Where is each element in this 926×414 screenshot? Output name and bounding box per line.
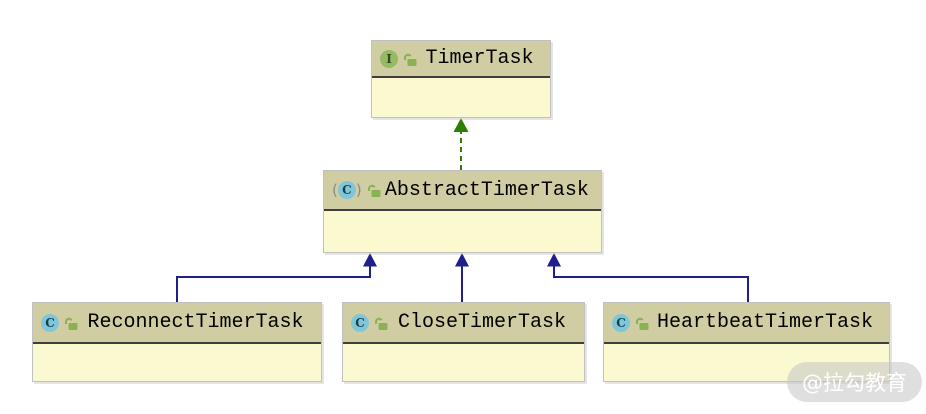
abstract-marker-open: ( bbox=[332, 180, 338, 199]
extends-edge-line[interactable] bbox=[176, 265, 371, 302]
class-node-closetimertask[interactable]: C CloseTimerTask bbox=[342, 302, 585, 382]
class-name-label: TimerTask bbox=[425, 47, 534, 70]
node-header[interactable]: ( C ) AbstractTimerTask bbox=[324, 171, 601, 211]
class-name-label: CloseTimerTask bbox=[397, 311, 567, 334]
node-header[interactable]: C ReconnectTimerTask bbox=[33, 303, 321, 344]
members-compartment[interactable] bbox=[33, 344, 321, 379]
node-header[interactable]: I TimerTask bbox=[372, 41, 550, 78]
class-name-label: HeartbeatTimerTask bbox=[656, 311, 874, 334]
extends-arrowhead-icon bbox=[363, 253, 377, 267]
members-compartment[interactable] bbox=[372, 78, 550, 115]
extends-edge-line[interactable] bbox=[553, 265, 749, 302]
class-name-label: ReconnectTimerTask bbox=[87, 311, 304, 334]
members-compartment[interactable] bbox=[324, 211, 601, 250]
open-lock-icon bbox=[636, 317, 649, 330]
extends-arrowhead-icon bbox=[547, 253, 561, 267]
node-header[interactable]: C CloseTimerTask bbox=[343, 303, 584, 344]
edge-extends-closetimertask-abstracttimertask[interactable] bbox=[455, 253, 469, 302]
edge-implements-abstracttimertask-timertask[interactable] bbox=[453, 118, 469, 170]
watermark-badge: @拉勾教育 bbox=[787, 362, 922, 402]
edge-extends-reconnecttimertask-abstracttimertask[interactable] bbox=[176, 253, 377, 302]
open-lock-icon bbox=[367, 184, 381, 197]
class-icon: C bbox=[612, 313, 630, 332]
abstract-class-icon: C bbox=[337, 181, 356, 199]
interface-icon: I bbox=[380, 49, 398, 68]
class-icon: C bbox=[351, 313, 369, 332]
implements-arrowhead-icon bbox=[453, 118, 469, 132]
open-lock-icon bbox=[404, 53, 417, 66]
class-icon: C bbox=[41, 313, 59, 332]
extends-arrowhead-icon bbox=[455, 253, 469, 267]
abstract-marker-close: ) bbox=[355, 180, 362, 199]
node-header[interactable]: C HeartbeatTimerTask bbox=[604, 303, 889, 344]
members-compartment[interactable] bbox=[343, 344, 584, 379]
edge-extends-heartbeattimertask-abstracttimertask[interactable] bbox=[547, 253, 749, 302]
open-lock-icon bbox=[375, 317, 388, 330]
open-lock-icon bbox=[65, 317, 78, 330]
class-name-label: AbstractTimerTask bbox=[384, 178, 589, 202]
class-node-abstracttimertask[interactable]: ( C ) AbstractTimerTask bbox=[323, 170, 602, 253]
class-node-reconnecttimertask[interactable]: C ReconnectTimerTask bbox=[32, 302, 322, 382]
class-node-timertask[interactable]: I TimerTask bbox=[371, 40, 551, 118]
